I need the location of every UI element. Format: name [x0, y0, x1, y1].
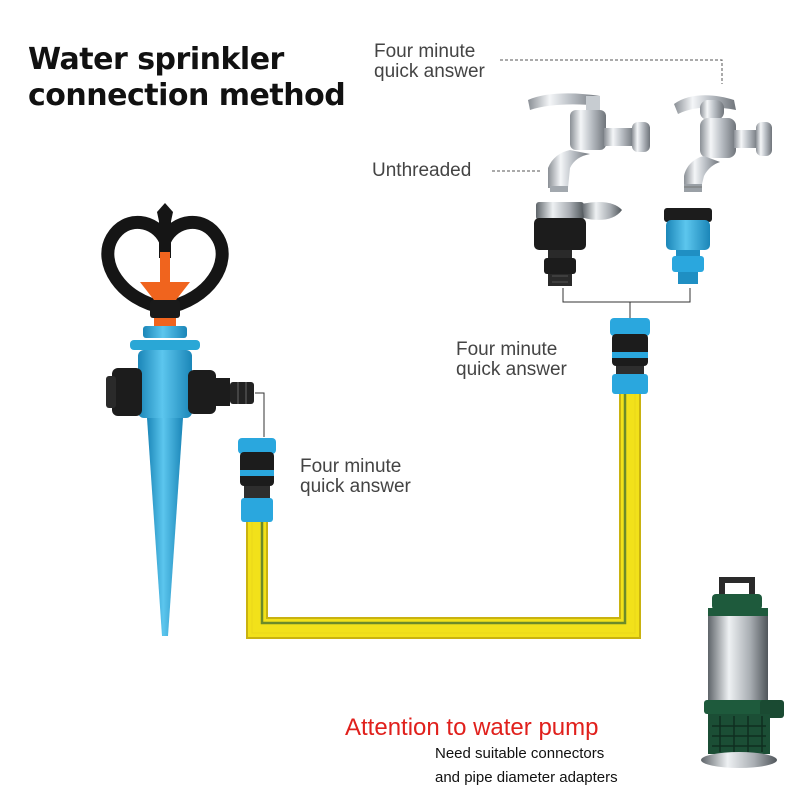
- title-line-2: connection method: [28, 78, 346, 113]
- label-top-line-1: Four minute: [374, 41, 476, 62]
- faucet-icon: [528, 93, 650, 192]
- label-low-line-1: Four minute: [300, 456, 402, 477]
- water-pump-icon: [701, 577, 784, 768]
- bracket-lines: [255, 288, 691, 437]
- quick-connector-icon: [610, 318, 650, 394]
- bracket-sprinkler: [255, 392, 265, 437]
- leader-top-quick: [500, 59, 723, 84]
- label-top-line-2: quick answer: [374, 61, 485, 82]
- label-mid-line-2: quick answer: [456, 359, 567, 380]
- label-top-quick-answer: Four minute quick answer: [374, 42, 485, 82]
- sprinkler-icon: [101, 203, 254, 636]
- yellow-hose: [246, 392, 641, 639]
- faucet-adapter-icon: [534, 202, 622, 286]
- leader-lines: [492, 59, 723, 172]
- label-mid-quick-answer: Four minute quick answer: [456, 340, 567, 380]
- attention-note: Need suitable connectors and pipe diamet…: [435, 742, 618, 790]
- faucet-icon: [674, 95, 772, 192]
- quick-connector-icon: [238, 438, 276, 522]
- attention-heading: Attention to water pump: [345, 714, 599, 741]
- label-mid-line-1: Four minute: [456, 339, 558, 360]
- label-unthreaded: Unthreaded: [372, 160, 472, 181]
- bracket-top: [562, 288, 691, 303]
- label-low-line-2: quick answer: [300, 476, 411, 497]
- note-line-2: and pipe diameter adapters: [435, 769, 618, 786]
- diagram-title: Water sprinkler connection method: [28, 42, 346, 114]
- faucet-adapter-icon: [664, 208, 712, 284]
- note-line-1: Need suitable connectors: [435, 745, 605, 762]
- title-line-1: Water sprinkler: [28, 42, 284, 77]
- label-low-quick-answer: Four minute quick answer: [300, 457, 411, 497]
